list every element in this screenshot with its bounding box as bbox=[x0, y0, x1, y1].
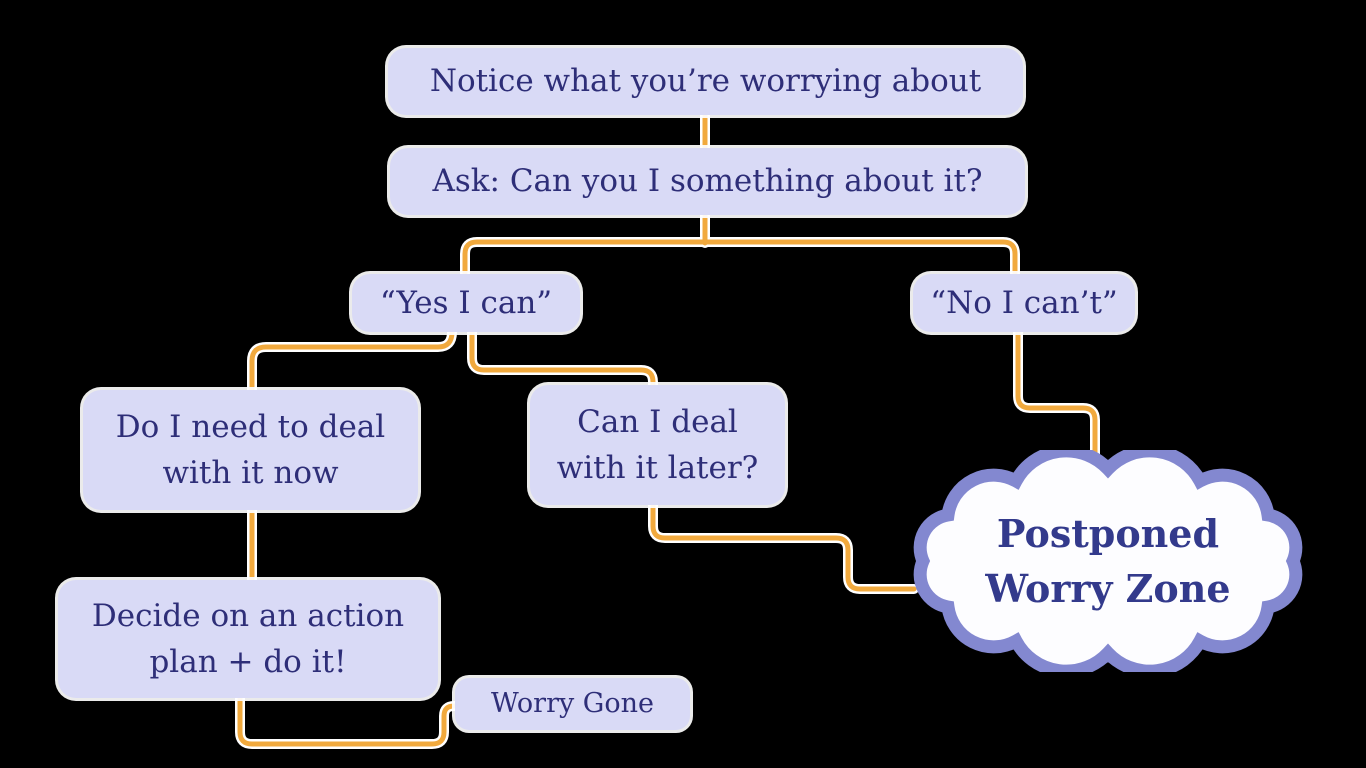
node-notice: Notice what you’re worrying about bbox=[388, 48, 1023, 115]
connector-yes-dealnow bbox=[252, 332, 452, 392]
postponed-worry-zone-line2: Worry Zone bbox=[985, 566, 1231, 611]
node-yes-i-can-label: “Yes I can” bbox=[379, 284, 553, 321]
node-no-i-cant: “No I can’t” bbox=[913, 274, 1135, 332]
node-deal-with-it-now: Do I need to deal with it now bbox=[83, 390, 418, 510]
node-postponed-worry-zone: Postponed Worry Zone bbox=[898, 450, 1318, 672]
node-worry-gone: Worry Gone bbox=[455, 678, 690, 730]
connector-later-cloud bbox=[653, 502, 914, 589]
node-decide-action-plan-line2: plan + do it! bbox=[149, 644, 347, 680]
node-yes-i-can: “Yes I can” bbox=[352, 274, 580, 332]
node-worry-gone-label: Worry Gone bbox=[490, 687, 654, 719]
node-ask-label: Ask: Can you I something about it? bbox=[432, 163, 983, 200]
node-deal-with-it-later-line2: with it later? bbox=[556, 450, 759, 486]
node-deal-with-it-later: Can I deal with it later? bbox=[530, 385, 785, 505]
node-notice-label: Notice what you’re worrying about bbox=[429, 63, 982, 100]
cloud-shape bbox=[913, 450, 1303, 672]
postponed-worry-zone-label: Postponed Worry Zone bbox=[898, 450, 1318, 672]
node-decide-action-plan-line1: Decide on an action bbox=[91, 597, 405, 634]
node-deal-with-it-later-line1: Can I deal bbox=[577, 403, 738, 440]
connector-split-bar-casing bbox=[465, 242, 1015, 276]
node-decide-action-plan: Decide on an action plan + do it! bbox=[58, 580, 438, 698]
connector-yes-later bbox=[472, 332, 653, 388]
connector-no-cloud-casing bbox=[1018, 330, 1095, 466]
connector-yes-dealnow-casing bbox=[252, 332, 452, 392]
node-no-i-cant-label: “No I can’t” bbox=[930, 284, 1118, 321]
connector-split-bar bbox=[465, 242, 1015, 276]
cloud-outline bbox=[913, 450, 1303, 672]
node-ask: Ask: Can you I something about it? bbox=[390, 148, 1025, 215]
connector-decide-worrygone bbox=[240, 694, 459, 744]
connector-decide-worrygone-casing bbox=[240, 694, 459, 744]
connector-yes-later-casing bbox=[472, 332, 653, 388]
node-deal-with-it-now-line1: Do I need to deal bbox=[115, 408, 386, 445]
connector-later-cloud-casing bbox=[653, 502, 914, 589]
postponed-worry-zone-line1: Postponed bbox=[996, 510, 1220, 556]
connector-no-cloud bbox=[1018, 330, 1095, 466]
node-deal-with-it-now-line2: with it now bbox=[162, 455, 339, 491]
